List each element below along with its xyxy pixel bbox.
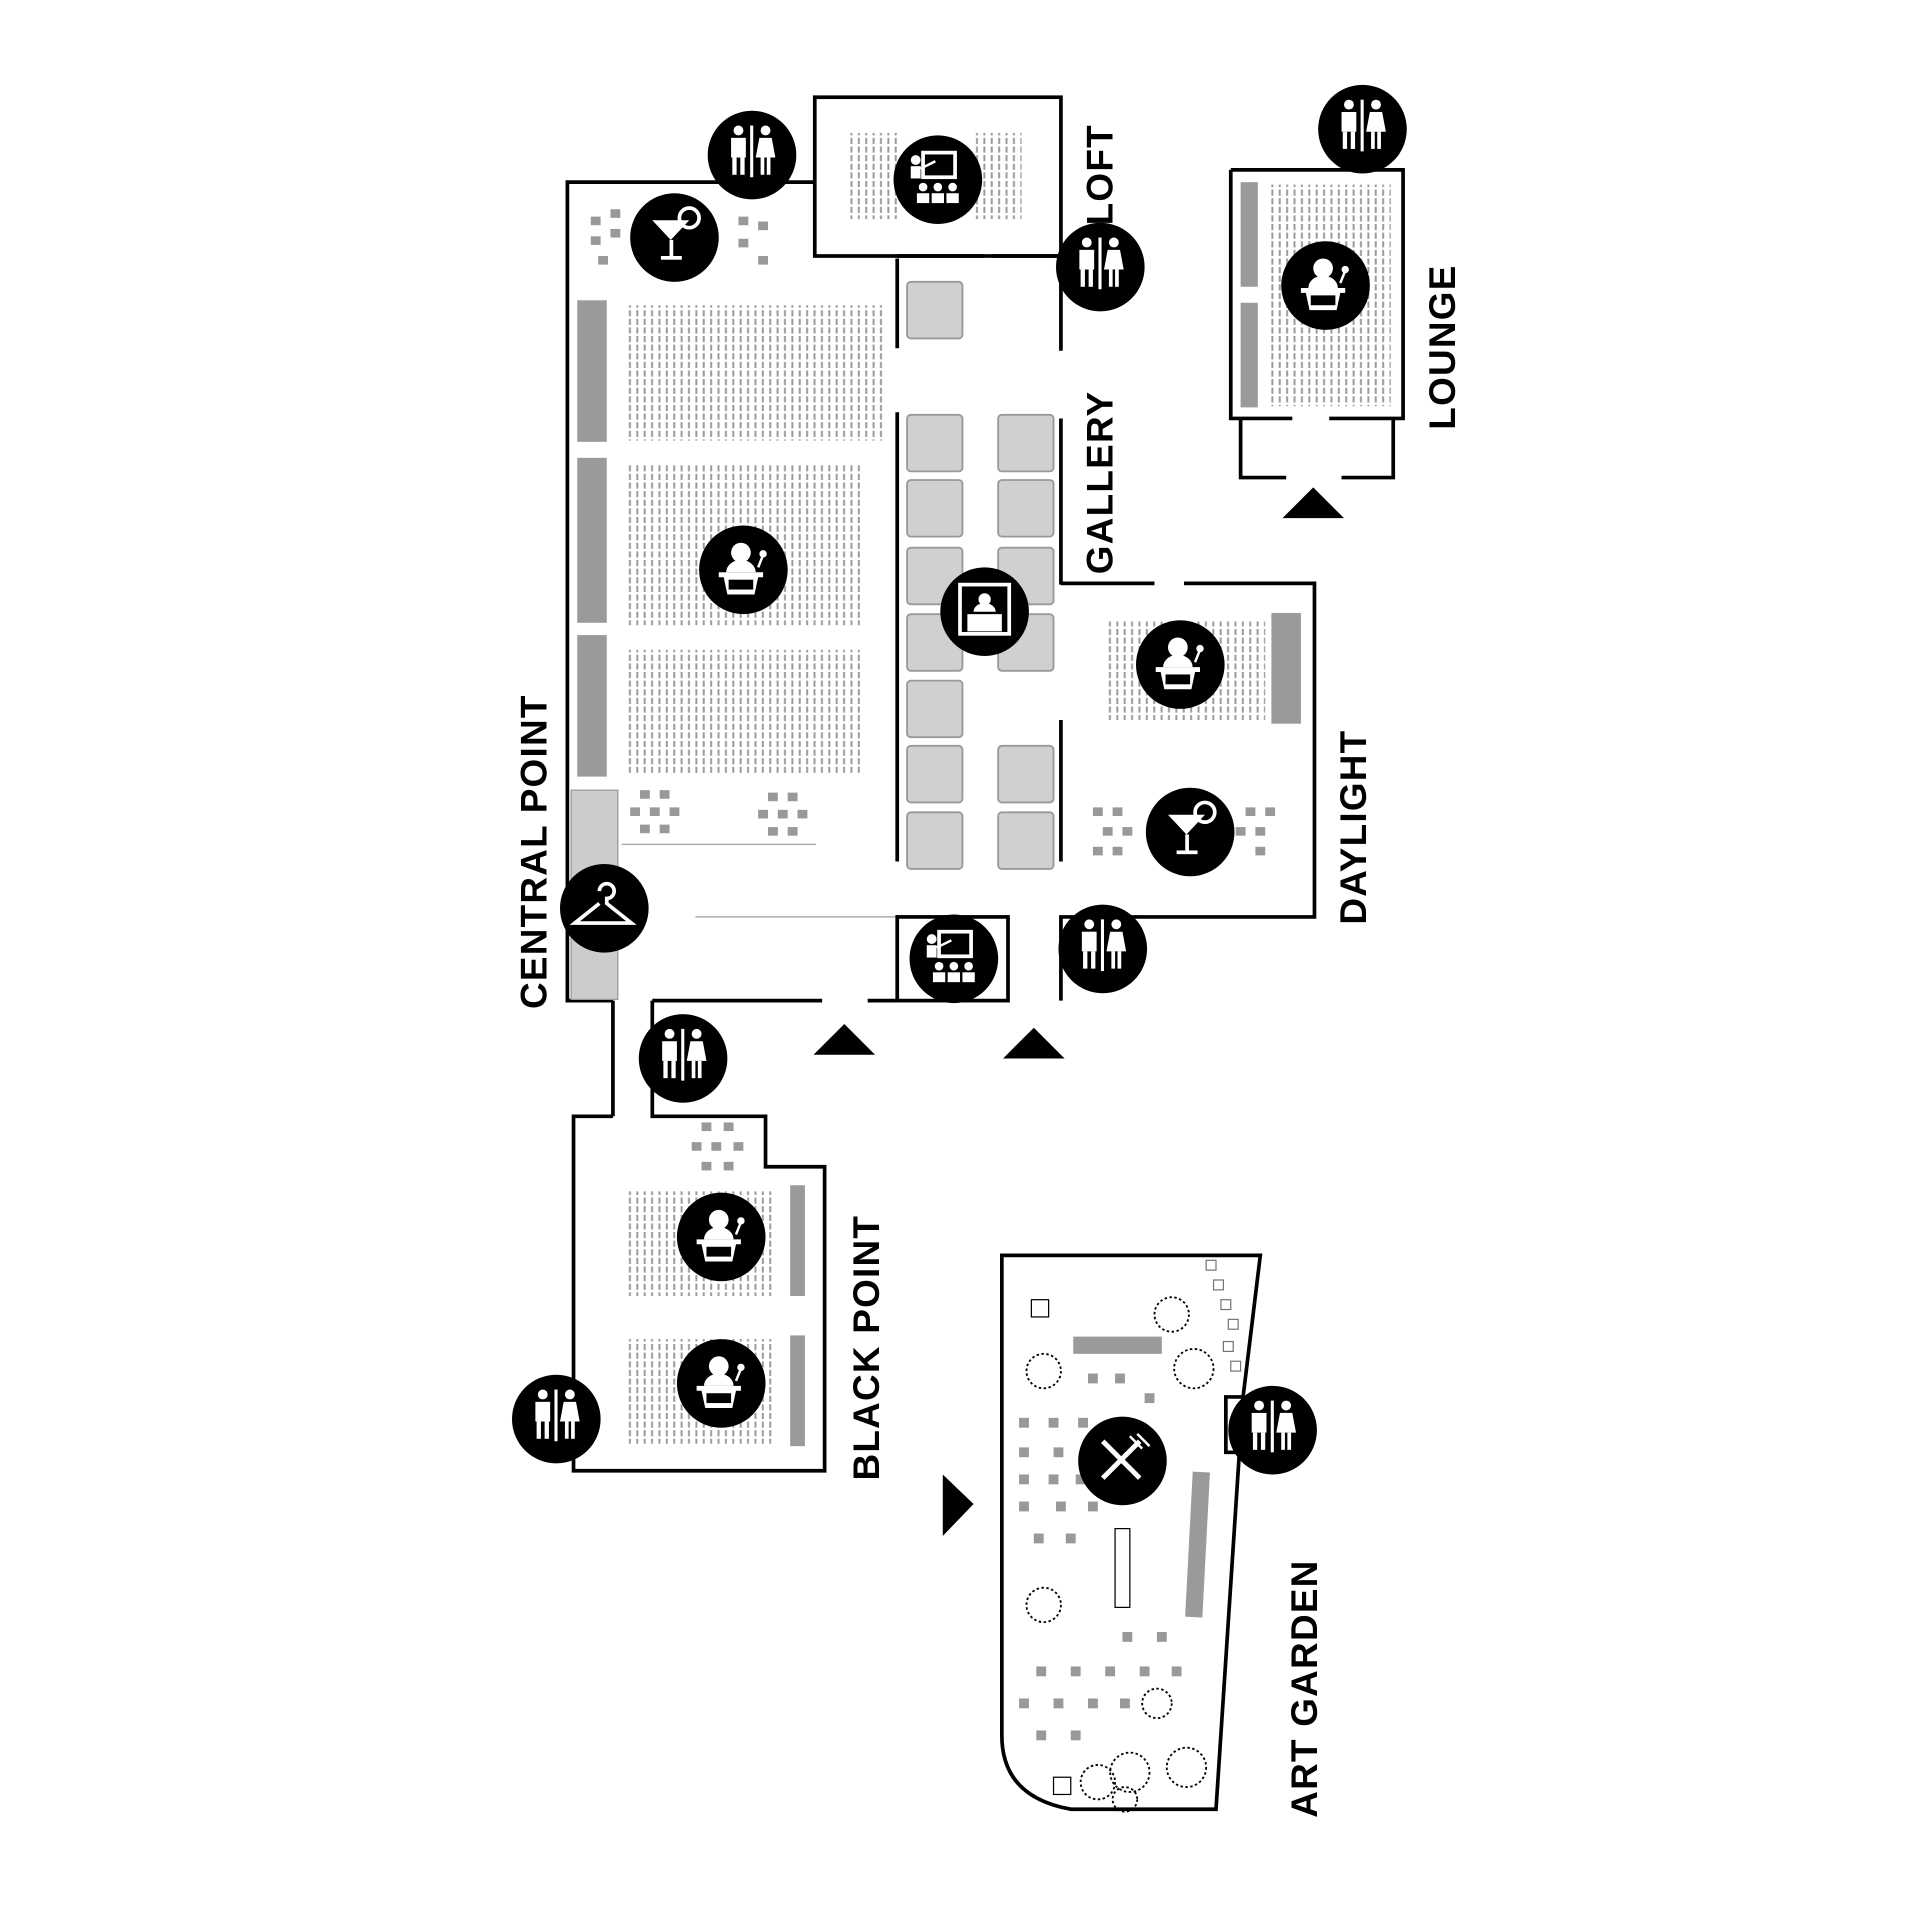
restroom-icon[interactable] <box>1228 1385 1317 1475</box>
art-garden-area <box>1000 1253 1263 1813</box>
cocktail-bar-icon[interactable] <box>1144 785 1237 879</box>
room-label-black-point: BLACK POINT <box>846 1215 887 1481</box>
entrance-arrow-icon <box>942 1474 974 1536</box>
room-label-lounge: LOUNGE <box>1422 264 1463 429</box>
restaurant-icon[interactable] <box>1078 1417 1167 1506</box>
speaker-podium-icon[interactable] <box>1134 619 1226 711</box>
restroom-icon[interactable] <box>1318 84 1407 174</box>
info-kiosk-icon[interactable] <box>938 565 1031 658</box>
room-label-daylight: DAYLIGHT <box>1333 730 1374 925</box>
entrance-arrow-icon <box>813 1024 876 1055</box>
loft-room <box>812 95 1063 258</box>
restroom-icon[interactable] <box>512 1374 601 1464</box>
restroom-icon[interactable] <box>638 1014 728 1103</box>
restroom-icon[interactable] <box>1058 904 1148 994</box>
restroom-icon[interactable] <box>707 110 797 200</box>
presentation-icon[interactable] <box>907 912 1001 1005</box>
presentation-icon[interactable] <box>891 133 985 226</box>
tree-icons <box>1025 1296 1215 1813</box>
entrance-arrow-icon <box>1282 487 1344 519</box>
entrance-arrow-icon <box>1003 1027 1065 1059</box>
room-label-central-point: CENTRAL POINT <box>513 694 554 1009</box>
restroom-icon[interactable] <box>1056 222 1145 312</box>
coat-check-icon[interactable] <box>558 862 651 955</box>
speaker-podium-icon[interactable] <box>675 1337 767 1429</box>
room-label-art-garden: ART GARDEN <box>1284 1559 1325 1817</box>
speaker-podium-icon[interactable] <box>697 524 789 616</box>
room-label-gallery: GALLERY <box>1080 391 1121 575</box>
room-label-loft: LOFT <box>1080 124 1121 225</box>
speaker-podium-icon[interactable] <box>675 1191 767 1283</box>
cocktail-bar-icon[interactable] <box>628 191 721 284</box>
speaker-podium-icon[interactable] <box>1279 240 1372 332</box>
